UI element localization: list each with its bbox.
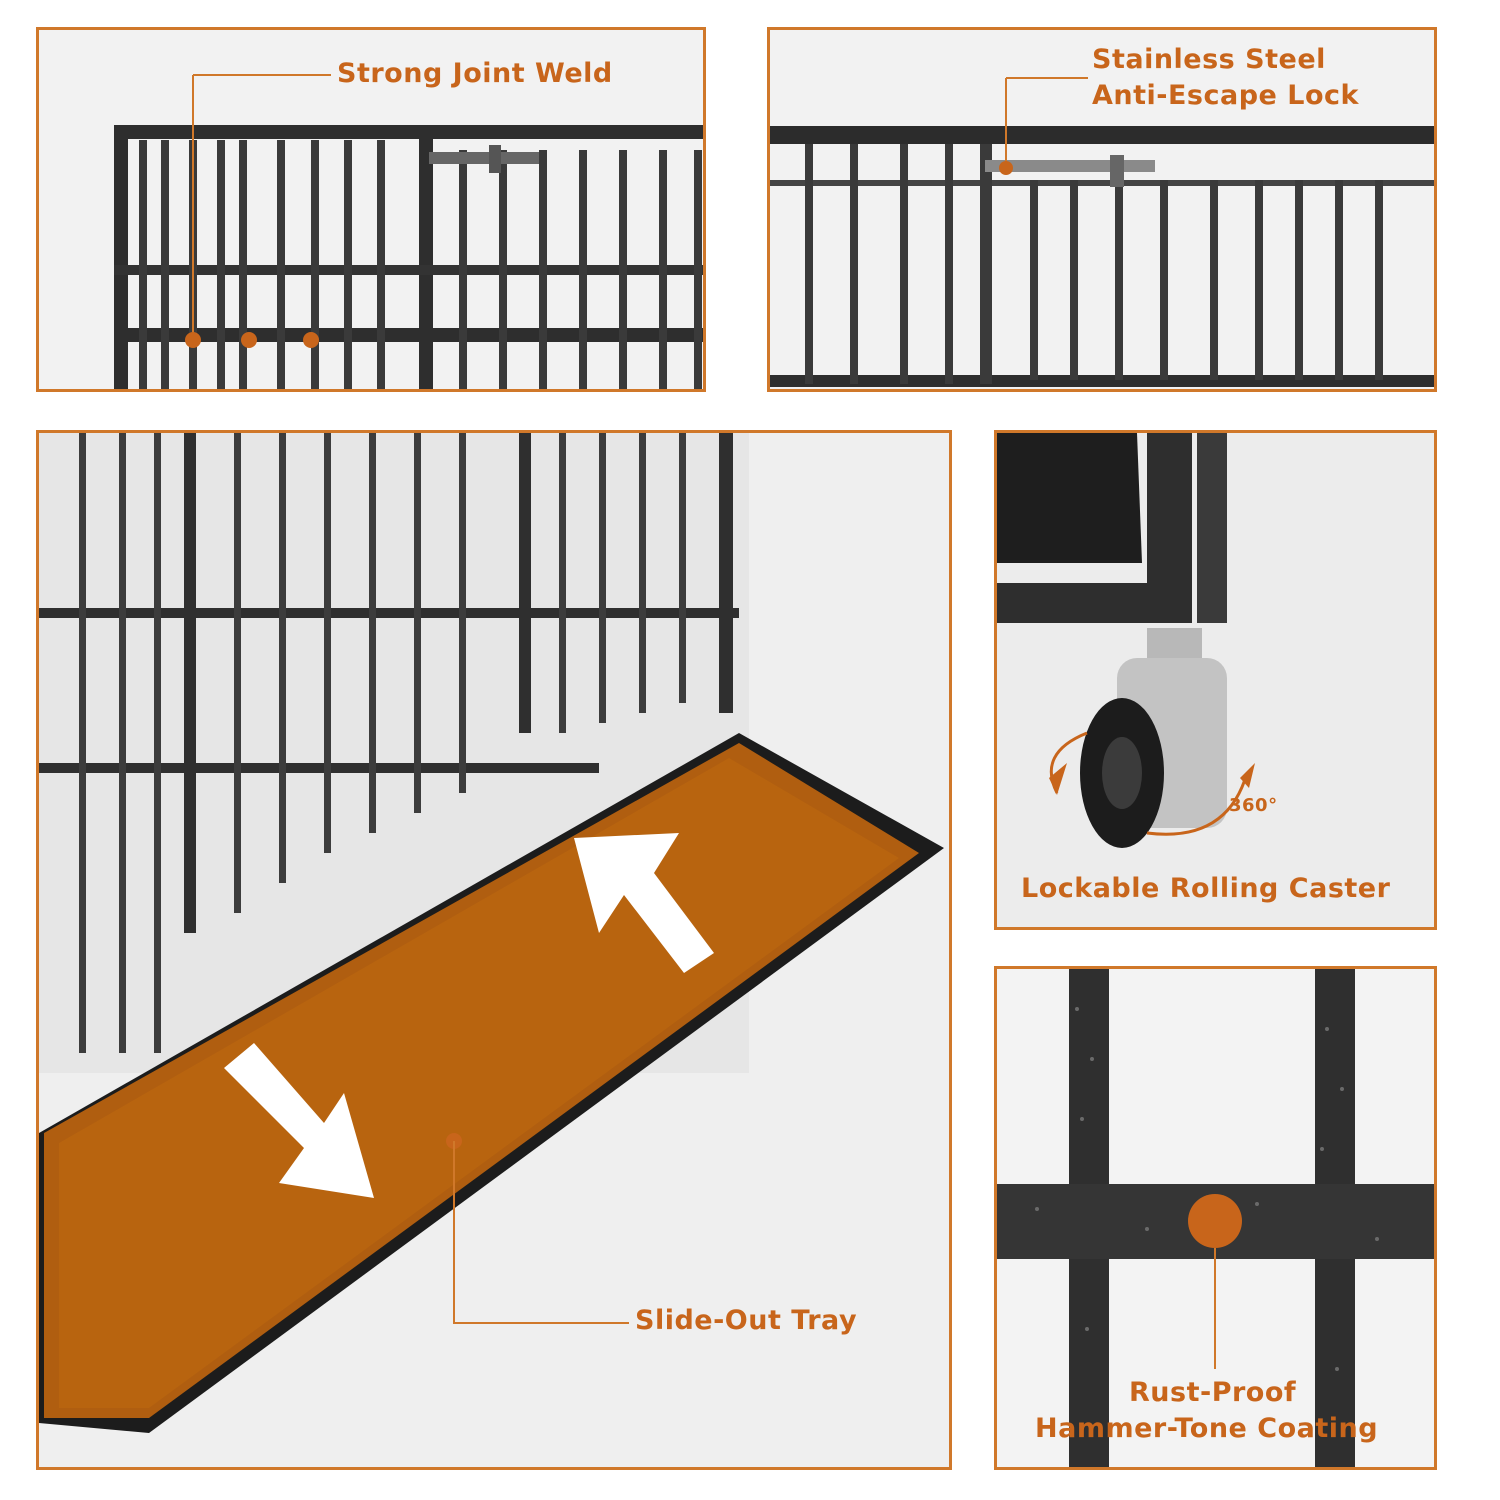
panel-anti-escape-lock: Stainless Steel Anti-Escape Lock (767, 27, 1437, 392)
coating-label-line2: Hammer-Tone Coating (1035, 1413, 1379, 1444)
caster-label: Lockable Rolling Caster (1021, 873, 1391, 904)
arrow-down-icon (224, 1043, 374, 1198)
caster-illustration (997, 433, 1434, 927)
lock-label-line2: Anti-Escape Lock (1092, 80, 1359, 111)
panel-rolling-caster: 360° Lockable Rolling Caster (994, 430, 1437, 930)
lock-illustration (770, 30, 1434, 389)
tray-label: Slide-Out Tray (635, 1305, 858, 1336)
panel-hammer-tone-coating: Rust-Proof Hammer-Tone Coating (994, 966, 1437, 1470)
arrow-up-icon (574, 833, 714, 973)
panel-slide-out-tray: Slide-Out Tray (36, 430, 952, 1470)
tray-illustration (39, 433, 949, 1467)
coating-label-line1: Rust-Proof (1129, 1377, 1297, 1408)
weld-label: Strong Joint Weld (337, 58, 613, 89)
panel-strong-joint-weld: Strong Joint Weld (36, 27, 706, 392)
weld-illustration (39, 30, 703, 389)
coating-illustration (997, 969, 1434, 1467)
caster-rotation-label: 360° (1229, 795, 1278, 816)
lock-label-line1: Stainless Steel (1092, 44, 1326, 75)
